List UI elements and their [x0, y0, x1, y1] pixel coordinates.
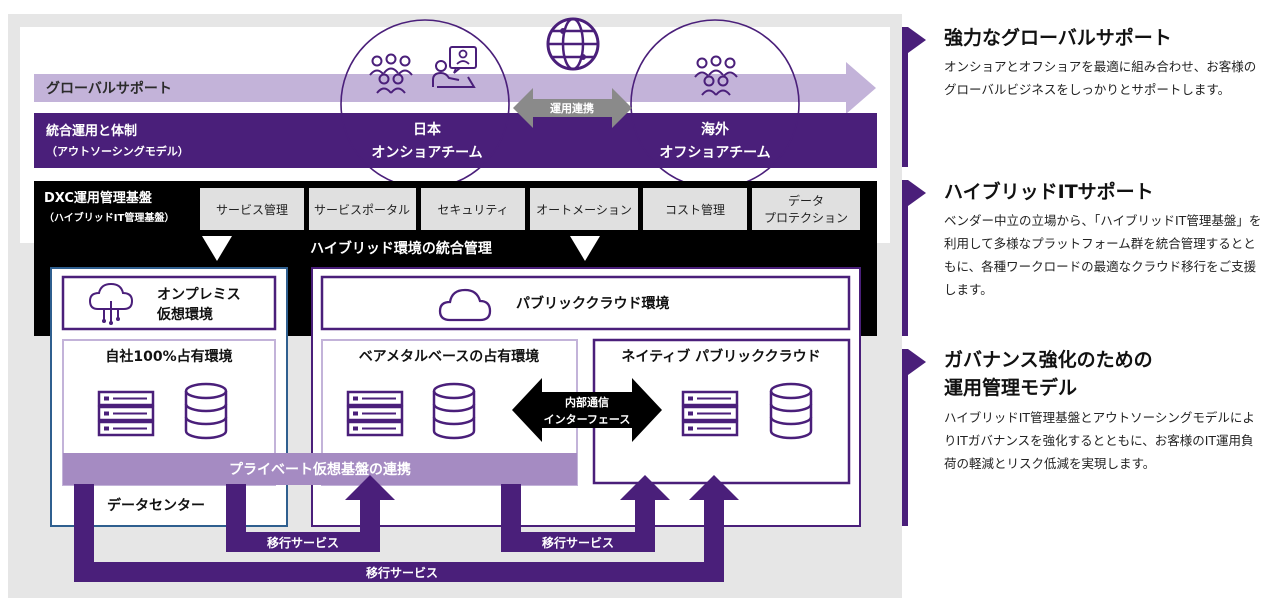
onprem-title: オンプレミス — [157, 287, 241, 303]
side-title-governance: ガバナンス強化のための 運用管理モデル — [944, 349, 1153, 399]
tool-label: データプロテクション — [764, 193, 848, 225]
onprem-subtitle: 仮想環境 — [156, 306, 213, 323]
side-accent-bar — [902, 180, 908, 336]
globe-icon — [546, 17, 600, 71]
coordination-label: 運用連携 — [550, 101, 594, 115]
side-title-hybrid-it: ハイブリッドITサポート — [944, 181, 1154, 203]
tool-label: セキュリティ — [437, 203, 508, 217]
side-accent-bar — [902, 349, 908, 526]
dxc-platform-subtitle: （ハイブリッドIT管理基盤） — [44, 211, 174, 224]
down-arrow-icon — [570, 236, 600, 261]
global-support-label: グローバルサポート — [46, 80, 172, 97]
tool-label-line: データ — [788, 193, 824, 208]
side-accent-triangle — [908, 180, 926, 206]
tool-cost-management: コスト管理 — [643, 188, 747, 230]
side-text-governance: ハイブリッドIT管理基盤とアウトソーシングモデルによりITガバナンスを強化すると… — [944, 410, 1255, 471]
cloud-network-icon — [88, 282, 134, 325]
japan-title: 日本 — [413, 121, 442, 138]
hybrid-integration-label: ハイブリッド環境の統合管理 — [310, 240, 492, 257]
down-arrow-icon — [202, 236, 232, 261]
tool-label: コスト管理 — [665, 202, 725, 217]
public-cloud-title: パブリッククラウド環境 — [516, 295, 669, 312]
overseas-team: オフショアチーム — [659, 145, 770, 161]
japan-team: オンショアチーム — [371, 145, 482, 161]
tool-data-protection: データプロテクション — [752, 188, 860, 230]
tool-label: サービスポータル — [314, 203, 410, 217]
internal-comm-title: 内部通信 — [565, 395, 609, 409]
side-text-global-support: オンショアとオフショアを最適に組み合わせ、お客様のグローバルビジネスをしっかりと… — [944, 59, 1257, 97]
tool-label: サービス管理 — [216, 202, 288, 217]
side-accent-bar — [902, 27, 908, 167]
ops-subtitle: （アウトソーシングモデル） — [46, 144, 189, 158]
own-env-title: 自社100%占有環境 — [105, 348, 232, 365]
side-accent-triangle — [908, 27, 926, 53]
baremetal-env-title: ベアメタルベースの占有環境 — [359, 348, 540, 365]
tool-security: セキュリティ — [421, 188, 525, 230]
internal-comm-subtitle: インターフェース — [544, 413, 631, 426]
tool-automation: オートメーション — [530, 188, 638, 230]
tool-service-management: サービス管理 — [200, 188, 304, 230]
server-icon — [346, 390, 404, 437]
ops-title: 統合運用と体制 — [46, 123, 137, 139]
side-text-hybrid-it: ベンダー中立の立場から、「ハイブリッドIT管理基盤」を利用して多様なプラットフォ… — [944, 213, 1262, 297]
server-icon — [681, 390, 739, 437]
side-accent-triangle — [908, 349, 926, 375]
migration-label: 移行サービス — [366, 565, 438, 580]
migration-label: 移行サービス — [542, 535, 614, 550]
tool-label-line: プロテクション — [764, 211, 848, 225]
private-link-label: プライベート仮想基盤の連携 — [229, 461, 411, 478]
tool-service-portal: サービスポータル — [309, 188, 416, 230]
datacenter-label: データセンター — [107, 497, 205, 514]
cloud-icon — [438, 288, 492, 322]
overseas-title: 海外 — [701, 121, 729, 138]
migration-arrow — [74, 475, 739, 582]
native-cloud-title: ネイティブ パブリッククラウド — [621, 348, 820, 365]
dxc-platform-title: DXC運用管理基盤 — [44, 190, 153, 206]
tool-label: オートメーション — [536, 203, 632, 217]
side-title-global-support: 強力なグローバルサポート — [944, 27, 1172, 49]
migration-label: 移行サービス — [267, 535, 339, 550]
server-icon — [97, 390, 155, 437]
support-person-icon — [432, 46, 477, 88]
